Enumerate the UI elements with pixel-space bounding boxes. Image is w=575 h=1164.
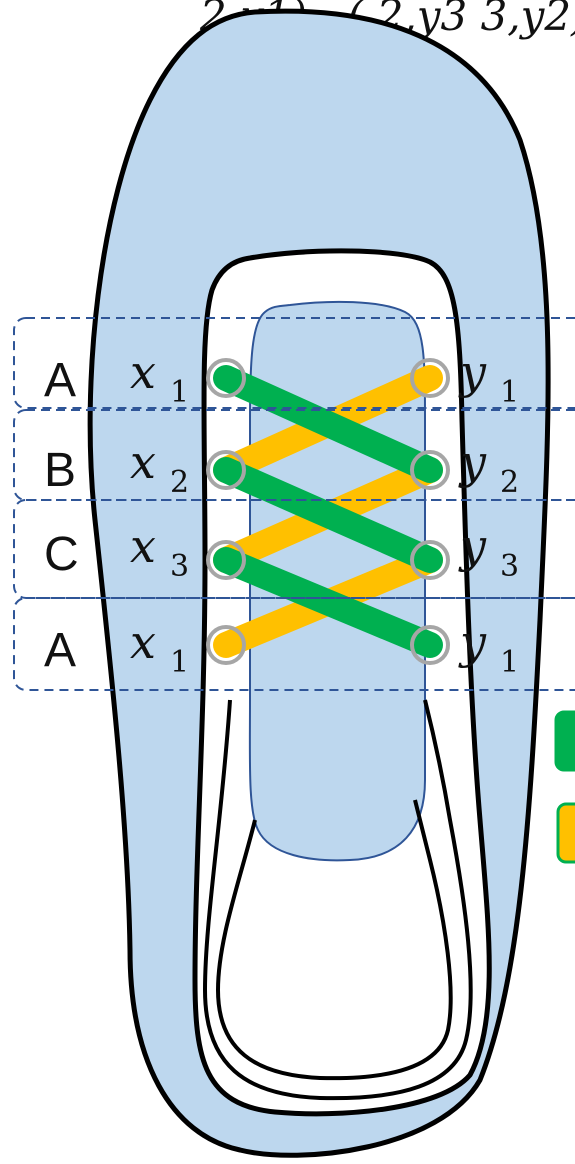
left-variable-subscript: 1 <box>170 375 189 410</box>
left-variable: x <box>130 345 156 399</box>
right-variable: y <box>458 519 487 573</box>
right-variable-subscript: 2 <box>500 465 519 500</box>
row-letter: B <box>44 444 76 497</box>
row-letter: A <box>44 624 76 677</box>
right-variable: y <box>458 615 487 669</box>
right-variable: y <box>458 345 487 399</box>
right-variable-subscript: 1 <box>500 645 519 680</box>
left-variable-subscript: 2 <box>170 465 189 500</box>
right-variable-subscript: 3 <box>500 549 519 584</box>
left-variable: x <box>130 435 156 489</box>
right-variable-subscript: 1 <box>500 375 519 410</box>
left-variable: x <box>130 519 156 573</box>
row-letter: C <box>44 528 79 581</box>
left-variable-subscript: 3 <box>170 549 189 584</box>
left-variable: x <box>130 615 156 669</box>
legend-yellow-swatch <box>558 804 575 862</box>
right-variable: y <box>458 435 487 489</box>
row-letter: A <box>44 354 76 407</box>
left-variable-subscript: 1 <box>170 645 189 680</box>
legend-green-swatch <box>556 712 575 770</box>
